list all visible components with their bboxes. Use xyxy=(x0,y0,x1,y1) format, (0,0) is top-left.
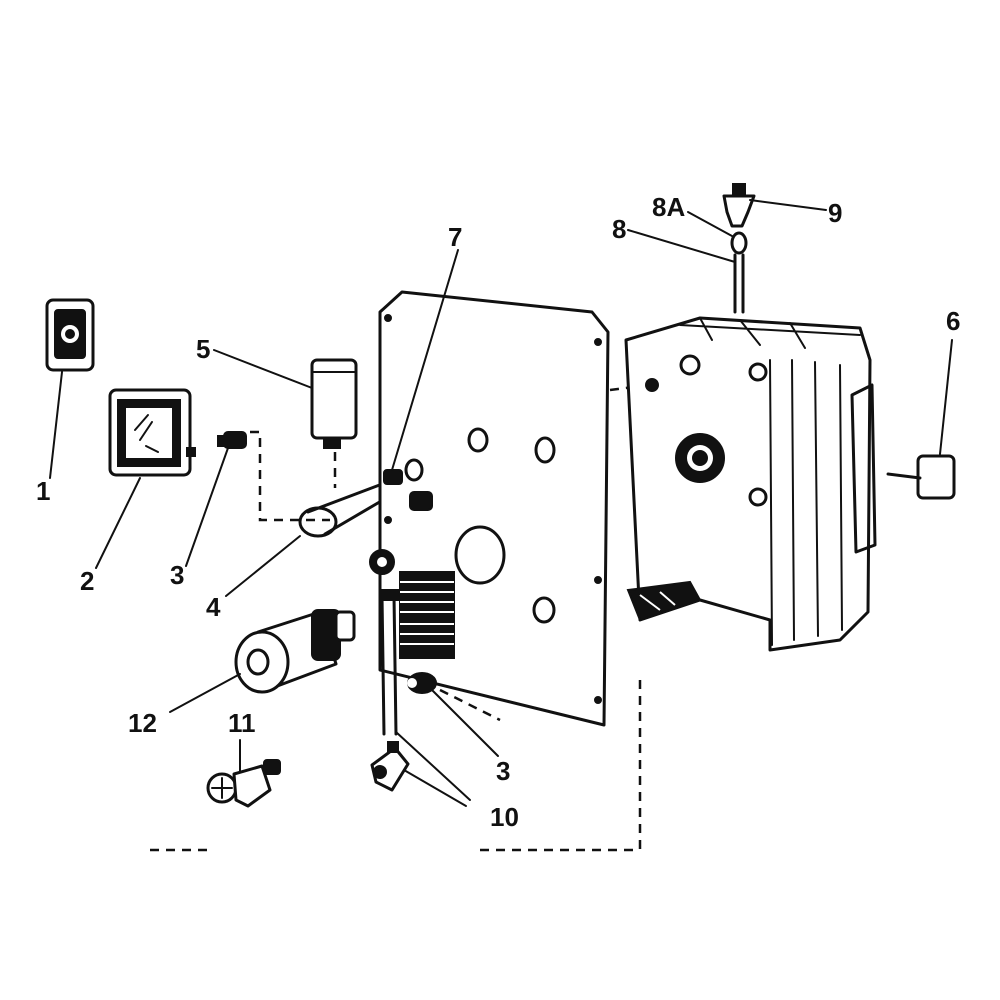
part-7-fitting xyxy=(383,469,403,485)
part-9-vent-cap xyxy=(722,183,756,228)
callout-5: 5 xyxy=(196,334,210,364)
callout-3-lower: 3 xyxy=(496,756,510,786)
callout-7: 7 xyxy=(448,222,462,252)
part-8a-washer xyxy=(730,231,748,255)
heater-body xyxy=(624,253,877,652)
part-1-control-box xyxy=(45,298,95,372)
callout-11: 11 xyxy=(228,708,256,738)
part-2-gauge xyxy=(108,388,196,477)
callout-2: 2 xyxy=(80,566,94,596)
front-panel-plate xyxy=(369,290,610,727)
part-3-fitting-upper xyxy=(217,431,247,449)
callout-10: 10 xyxy=(490,802,519,832)
callout-8a: 8A xyxy=(652,192,685,222)
callout-9: 9 xyxy=(828,198,842,228)
callout-12: 12 xyxy=(128,708,157,738)
part-6-side-plug xyxy=(886,454,956,500)
callout-1: 1 xyxy=(36,476,50,506)
callout-4: 4 xyxy=(206,592,221,622)
callout-6: 6 xyxy=(946,306,960,336)
part-11-pilot-valve xyxy=(206,759,281,808)
part-12-gas-valve xyxy=(234,609,356,694)
leader-lines xyxy=(49,199,953,807)
part-5-relay-box xyxy=(310,358,358,449)
callout-labels: 1 2 3 4 5 6 7 8 8A 9 10 11 12 3 xyxy=(36,192,960,832)
callout-3-upper: 3 xyxy=(170,560,184,590)
callout-8: 8 xyxy=(612,214,626,244)
part-3-fitting-lower xyxy=(407,672,437,694)
part-10-rod-and-bracket xyxy=(370,589,410,792)
